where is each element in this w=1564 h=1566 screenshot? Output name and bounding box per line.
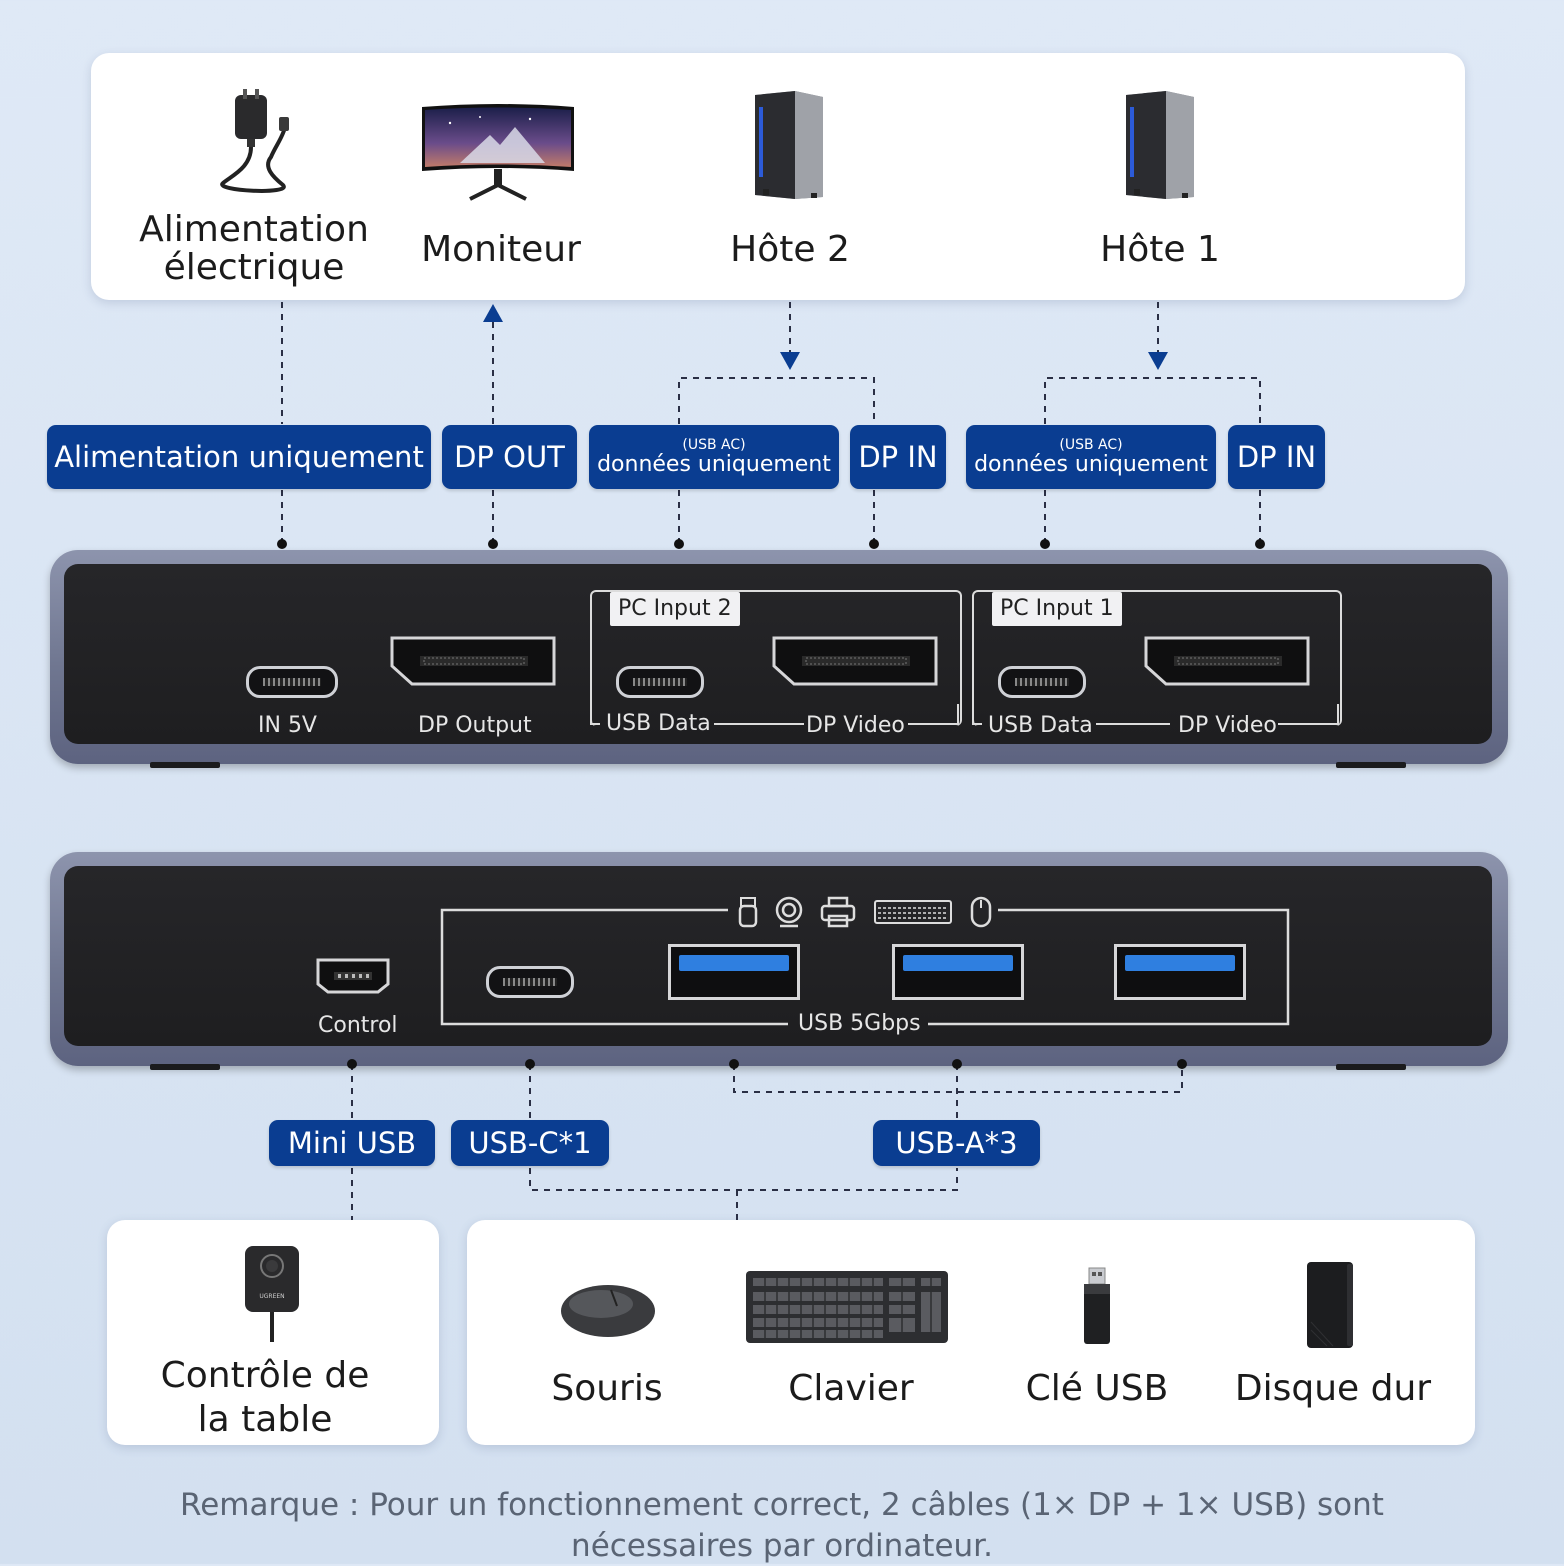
top-connector-lines <box>277 302 1265 549</box>
note-line-1: Remarque : Pour un fonctionnement correc… <box>180 1487 1384 1523</box>
displayport-port <box>772 636 938 686</box>
dp-output-label: DP Output <box>418 713 532 738</box>
usb-stick-icon <box>1082 1266 1112 1346</box>
arrow-down-icon <box>780 352 800 370</box>
note-line-2: nécessaires par ordinateur. <box>571 1528 993 1564</box>
kvm-rear-device: Control USB 5Gbps <box>50 852 1508 1070</box>
in5v-label: IN 5V <box>258 713 317 738</box>
usb-data-badge-2: (USB AC) données uniquement <box>589 425 839 489</box>
pc-input-1-title: PC Input 1 <box>992 592 1122 626</box>
mouse-icon <box>559 1282 657 1340</box>
usb-a-badge: USB-A*3 <box>873 1120 1040 1166</box>
host-1-label: Hôte 1 <box>1100 229 1220 270</box>
device-foot <box>150 762 220 768</box>
keyboard-icon <box>874 900 952 924</box>
desk-controller-icon <box>243 1244 301 1344</box>
top-devices-card: Alimentation électrique Moniteur Hôt <box>91 53 1465 300</box>
rear-panel: Control USB 5Gbps <box>64 866 1492 1046</box>
pc-tower-icon <box>1122 89 1198 201</box>
keyboard-icon <box>745 1270 949 1344</box>
monitor-label: Moniteur <box>421 229 581 270</box>
usb-data-label: USB Data <box>606 711 711 736</box>
displayport-port <box>390 636 556 686</box>
hard-drive-label: Disque dur <box>1234 1368 1432 1409</box>
dp-out-badge: DP OUT <box>442 425 577 489</box>
usb-c-badge: USB-C*1 <box>451 1120 609 1166</box>
dp-video-label: DP Video <box>806 713 905 738</box>
dp-video-label: DP Video <box>1178 713 1277 738</box>
pc-input-1-group <box>972 590 1342 726</box>
usb-a-port <box>1114 944 1246 1000</box>
usb-c-port <box>616 666 704 698</box>
device-foot <box>1336 1064 1406 1070</box>
host-2-label: Hôte 2 <box>730 229 850 270</box>
front-panel: IN 5V DP Output PC Input 2 <box>64 564 1492 744</box>
mini-usb-port <box>316 958 390 994</box>
usb-c-port <box>486 966 574 998</box>
usb-drive-icon <box>738 896 758 928</box>
usb-data-badge-1: (USB AC) données uniquement <box>966 425 1216 489</box>
power-only-badge: Alimentation uniquement <box>47 425 431 489</box>
arrow-up-icon <box>483 304 503 322</box>
pc-input-1-bracket <box>972 704 1339 725</box>
webcam-icon <box>774 896 804 928</box>
peripherals-card: Souris Clavier <box>467 1220 1475 1445</box>
usb-data-label: USB Data <box>988 713 1093 738</box>
controller-label: Contrôle de la table <box>160 1355 370 1440</box>
device-foot <box>1336 762 1406 768</box>
dp-in-badge-1: DP IN <box>1228 425 1325 489</box>
kvm-front-device: IN 5V DP Output PC Input 2 <box>50 550 1508 768</box>
usb-group-box <box>440 908 1290 1026</box>
control-label: Control <box>318 1013 398 1038</box>
pc-input-2-group <box>590 590 962 726</box>
usb-a-port <box>668 944 800 1000</box>
keyboard-label: Clavier <box>788 1368 914 1409</box>
displayport-port <box>1144 636 1310 686</box>
controller-card: UGREEN Contrôle de la table <box>107 1220 439 1445</box>
hard-drive-icon <box>1303 1260 1357 1352</box>
mouse-icon <box>970 896 992 928</box>
arrow-down-icon <box>1148 352 1168 370</box>
device-foot <box>150 1064 220 1070</box>
usb-stick-label: Clé USB <box>1025 1368 1169 1409</box>
power-supply-label: Alimentation électrique <box>139 209 369 288</box>
usb-a-port <box>892 944 1024 1000</box>
pc-input-2-bracket <box>590 704 959 725</box>
pc-tower-icon <box>751 89 827 201</box>
power-adapter-icon <box>213 87 303 197</box>
monitor-icon <box>420 104 576 201</box>
usb-c-port <box>246 666 338 698</box>
mini-usb-badge: Mini USB <box>269 1120 435 1166</box>
usb-speed-label: USB 5Gbps <box>798 1011 921 1036</box>
mouse-label: Souris <box>551 1368 663 1409</box>
bottom-connector-lines <box>347 1059 1187 1220</box>
pc-input-2-title: PC Input 2 <box>610 592 740 626</box>
dp-in-badge-2: DP IN <box>850 425 946 489</box>
usb-c-port <box>998 666 1086 698</box>
controller-brand: UGREEN <box>259 1293 285 1300</box>
printer-icon <box>820 896 856 928</box>
